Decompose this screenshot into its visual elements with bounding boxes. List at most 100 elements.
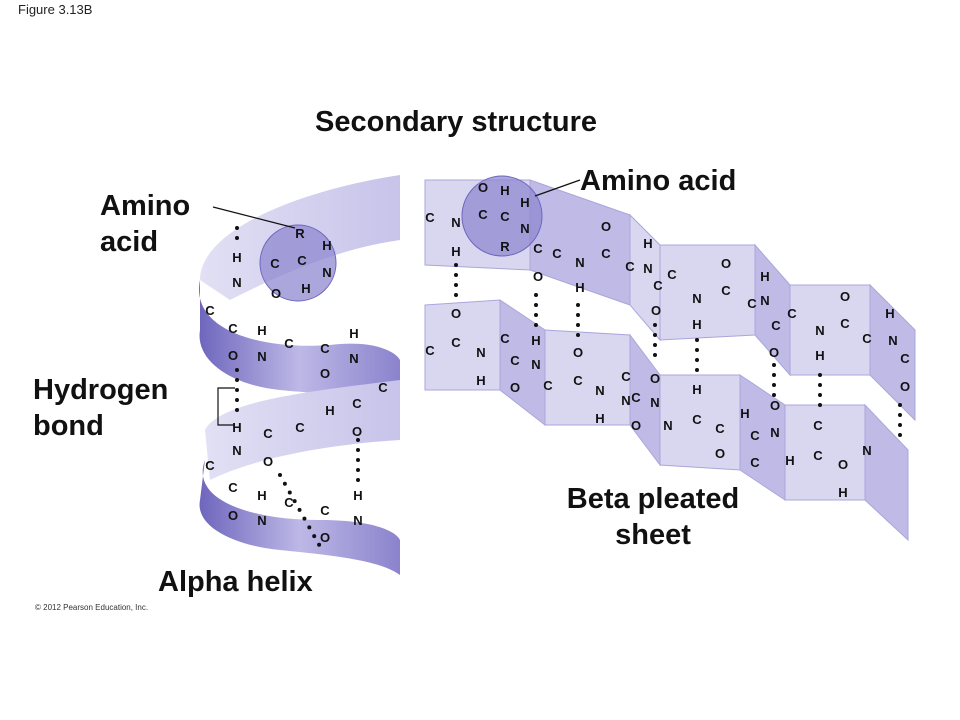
helix-atom: C <box>205 303 215 318</box>
helix-atom: H <box>232 420 241 435</box>
helix-atom: C <box>263 426 273 441</box>
sheet-atom: H <box>476 373 485 388</box>
beta-sheet-bottom <box>424 299 909 542</box>
helix-atom: N <box>257 513 266 528</box>
alpha-helix-label: Alpha helix <box>158 566 313 598</box>
amino-acid-circle-sheet <box>461 175 543 257</box>
sheet-atom: R <box>500 239 510 254</box>
sheet-atom: C <box>787 306 797 321</box>
helix-atom: O <box>271 286 281 301</box>
sheet-atom: N <box>476 345 485 360</box>
sheet-atom: O <box>533 269 543 284</box>
sheet-atom: O <box>838 457 848 472</box>
sheet-atom: N <box>815 323 824 338</box>
helix-atom: C <box>352 396 362 411</box>
sheet-atom: N <box>663 418 672 433</box>
helix-atom: O <box>320 366 330 381</box>
copyright: © 2012 Pearson Education, Inc. <box>35 603 149 612</box>
sheet-atom: N <box>531 357 540 372</box>
helix-atom: C <box>205 458 215 473</box>
helix-atom: R <box>295 226 305 241</box>
sheet-atom: N <box>760 293 769 308</box>
sheet-atom: O <box>573 345 583 360</box>
sheet-atom: C <box>631 390 641 405</box>
sheet-atom: C <box>510 353 520 368</box>
helix-atom: C <box>228 480 238 495</box>
sheet-atom: H <box>595 411 604 426</box>
sheet-atom: O <box>721 256 731 271</box>
sheet-atom: H <box>520 195 529 210</box>
helix-atom: H <box>257 488 266 503</box>
sheet-atom: C <box>625 259 635 274</box>
sheet-atom: N <box>520 221 529 236</box>
hydrogen-bonds <box>235 226 902 552</box>
helix-atom: H <box>349 326 358 341</box>
sheet-atom: C <box>500 209 510 224</box>
helix-atom: O <box>228 348 238 363</box>
sheet-atom: O <box>840 289 850 304</box>
sheet-atom: C <box>747 296 757 311</box>
helix-atom: N <box>349 351 358 366</box>
amino-acid-circle-helix <box>259 224 337 302</box>
helix-atom: C <box>320 503 330 518</box>
sheet-atom: C <box>900 351 910 366</box>
helix-atom: O <box>228 508 238 523</box>
amino-acid-label-left: Amino acid <box>100 190 191 258</box>
amino-acid-label-right: Amino acid <box>580 165 737 197</box>
sheet-atom: C <box>451 335 461 350</box>
sheet-atom: O <box>770 398 780 413</box>
helix-atom: C <box>270 256 280 271</box>
sheet-atom: N <box>621 393 630 408</box>
sheet-atom: N <box>575 255 584 270</box>
sheet-atom: H <box>815 348 824 363</box>
helix-atom: C <box>320 341 330 356</box>
sheet-atom: H <box>692 382 701 397</box>
helix-atom: H <box>257 323 266 338</box>
helix-atom: H <box>301 281 310 296</box>
sheet-atom: O <box>631 418 641 433</box>
sheet-atom: C <box>750 455 760 470</box>
leader-lines <box>212 179 581 426</box>
sheet-atom: C <box>500 331 510 346</box>
sheet-atom: H <box>692 317 701 332</box>
helix-atom: C <box>297 253 307 268</box>
helix-atom: O <box>263 454 273 469</box>
sheet-atom: C <box>552 246 562 261</box>
sheet-atom: O <box>451 306 461 321</box>
sheet-atom: N <box>888 333 897 348</box>
sheet-atom: O <box>510 380 520 395</box>
sheet-atom: N <box>770 425 779 440</box>
sheet-atom: C <box>425 210 435 225</box>
sheet-atom: H <box>531 333 540 348</box>
helix-atom: O <box>352 424 362 439</box>
helix-atom: C <box>228 321 238 336</box>
helix-atom: C <box>284 495 294 510</box>
sheet-atom: N <box>862 443 871 458</box>
sheet-atom: C <box>653 278 663 293</box>
sheet-atom: H <box>785 453 794 468</box>
sheet-atom: O <box>650 371 660 386</box>
sheet-atom: C <box>840 316 850 331</box>
sheet-atom: O <box>900 379 910 394</box>
sheet-atom: C <box>692 412 702 427</box>
sheet-atom: N <box>643 261 652 276</box>
helix-atom: H <box>232 250 241 265</box>
helix-atom: N <box>232 275 241 290</box>
sheet-atom: H <box>575 280 584 295</box>
helix-atom: H <box>322 238 331 253</box>
sheet-atom: N <box>595 383 604 398</box>
beta-sheet-top <box>424 179 916 422</box>
hydrogen-bond-label: Hydrogen bond <box>33 374 169 442</box>
helix-atom: O <box>320 530 330 545</box>
sheet-atom: C <box>543 378 553 393</box>
sheet-atom: O <box>715 446 725 461</box>
helix-atom: C <box>295 420 305 435</box>
sheet-atom: N <box>692 291 701 306</box>
sheet-atom: H <box>885 306 894 321</box>
sheet-atom: C <box>813 448 823 463</box>
sheet-atom: C <box>771 318 781 333</box>
sheet-atom: C <box>425 343 435 358</box>
sheet-atom: N <box>451 215 460 230</box>
sheet-atom: O <box>651 303 661 318</box>
